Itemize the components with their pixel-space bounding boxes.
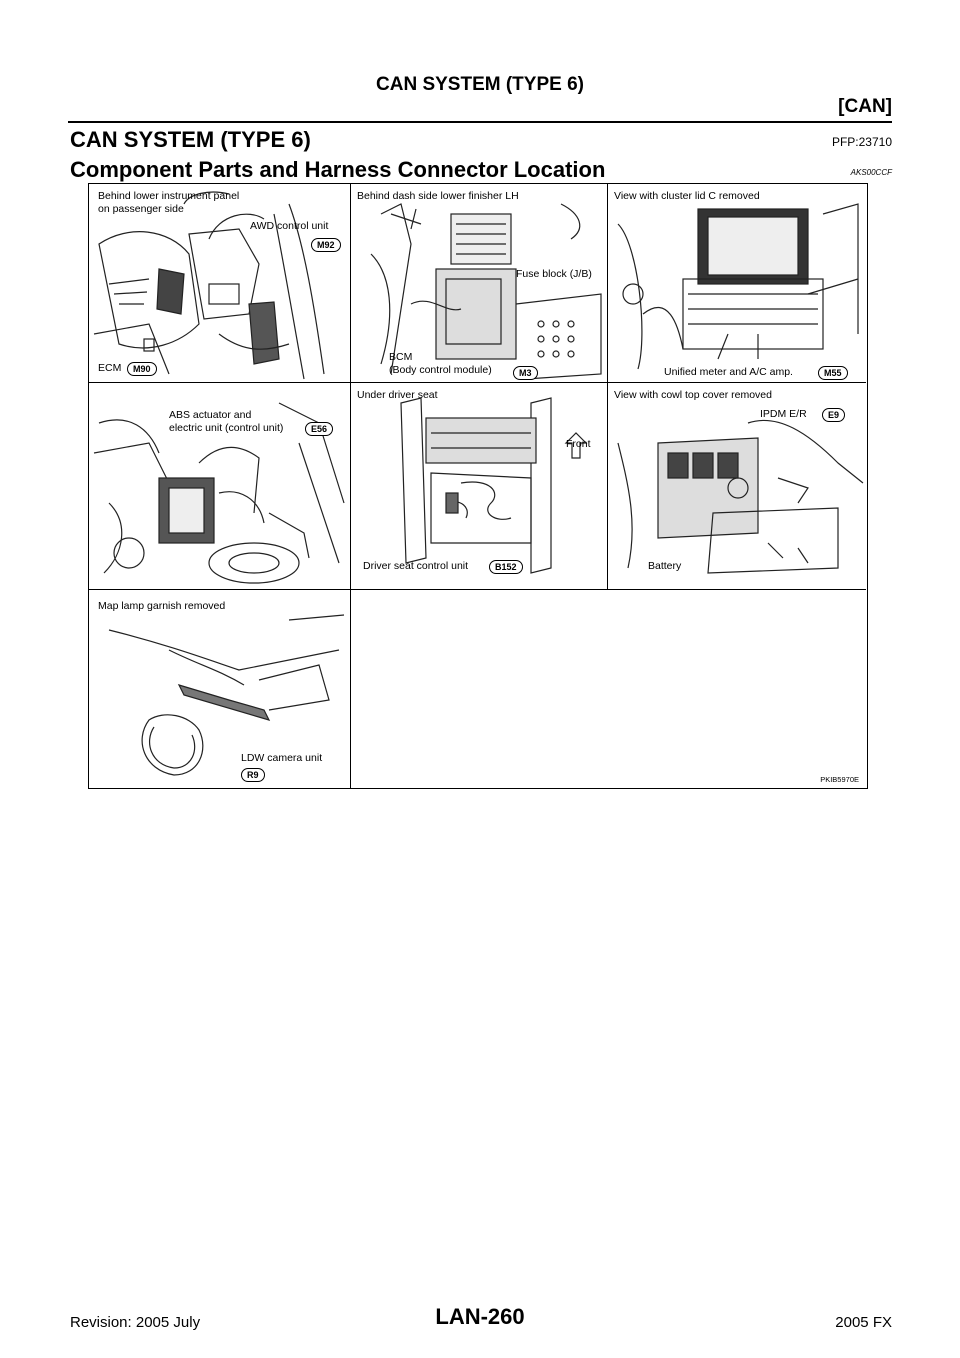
doc-code: AKS00CCF [851, 168, 892, 177]
connector-badge: M92 [311, 238, 341, 252]
panel-cowl-top: View with cowl top cover removed IPDM E/… [608, 383, 866, 589]
page-number: LAN-260 [0, 1304, 960, 1330]
panel-dash-side: Behind dash side lower finisher LH Fuse … [351, 184, 607, 382]
callout-label: BCM(Body control module) [389, 351, 492, 377]
connector-badge: R9 [241, 768, 265, 782]
seat-drawing [351, 383, 607, 589]
connector-badge: B152 [489, 560, 523, 574]
callout-label: IPDM E/R [760, 408, 807, 421]
view-caption: Map lamp garnish removed [98, 600, 225, 613]
section-title: CAN SYSTEM (TYPE 6) [70, 127, 311, 153]
connector-badge: E56 [305, 422, 333, 436]
footer-model: 2005 FX [835, 1314, 892, 1331]
callout-label: ECM [98, 362, 121, 375]
panel-map-lamp: Map lamp garnish removed LDW camera unit… [89, 590, 350, 787]
running-title: CAN SYSTEM (TYPE 6) [0, 74, 960, 96]
callout-label: Driver seat control unit [363, 560, 468, 573]
connector-badge: E9 [822, 408, 845, 422]
view-caption: View with cowl top cover removed [614, 389, 772, 402]
subsection-title: Component Parts and Harness Connector Lo… [70, 157, 605, 183]
connector-badge: M3 [513, 366, 538, 380]
header-rule [68, 121, 892, 123]
callout-label: Unified meter and A/C amp. [664, 366, 793, 379]
connector-badge: M55 [818, 366, 848, 380]
callout-label: Fuse block (J/B) [516, 268, 592, 281]
part-code: PFP:23710 [832, 135, 892, 149]
callout-label: AWD control unit [250, 220, 328, 233]
section-tag: [CAN] [838, 96, 892, 118]
callout-label: Front [566, 438, 591, 451]
view-caption: View with cluster lid C removed [614, 190, 760, 203]
panel-driver-seat: Under driver seat Front Driver seat cont… [351, 383, 607, 589]
figure-code: PKIB5970E [820, 775, 859, 784]
callout-label: Battery [648, 560, 681, 573]
view-caption: Under driver seat [357, 389, 438, 402]
view-caption: Behind dash side lower finisher LH [357, 190, 519, 203]
callout-label: LDW camera unit [241, 752, 322, 765]
panel-cluster-lid: View with cluster lid C removed Unified … [608, 184, 866, 382]
connector-badge: M90 [127, 362, 157, 376]
meter-drawing [608, 184, 866, 382]
